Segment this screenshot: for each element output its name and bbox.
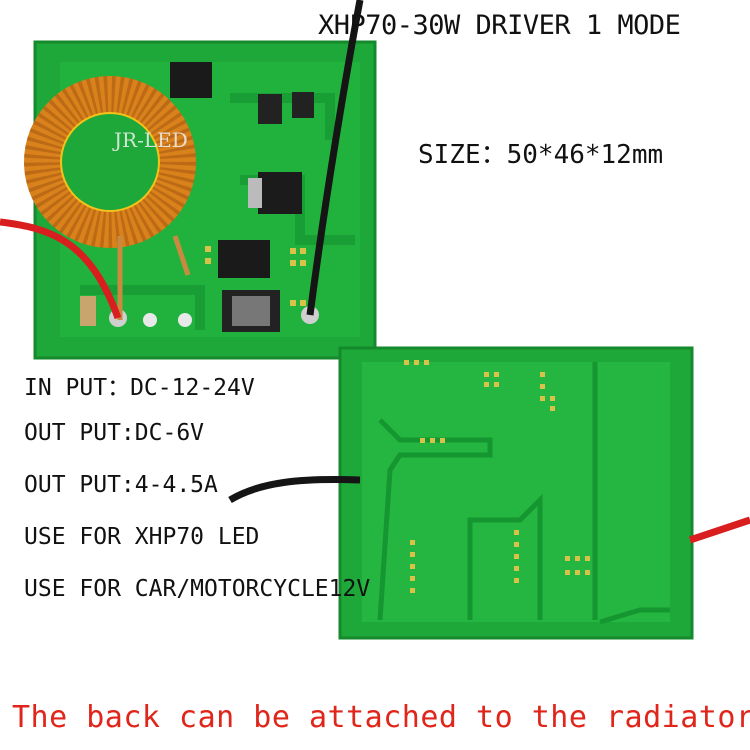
black-wire-front — [306, 0, 364, 316]
red-wire-front — [0, 218, 122, 320]
red-wire-back — [688, 516, 750, 544]
spec-use-led: USE FOR XHP70 LED — [24, 524, 260, 550]
spec-output-current: OUT PUT:4-4.5A — [24, 472, 218, 498]
pcb-back-board — [338, 346, 694, 640]
spec-use-vehicle: USE FOR CAR/MOTORCYCLE12V — [24, 576, 371, 602]
black-wire-back — [228, 476, 361, 504]
ic-chip — [170, 62, 212, 98]
footer-note: The back can be attached to the radiator — [12, 700, 750, 735]
spec-output-voltage: OUT PUT:DC-6V — [24, 420, 205, 446]
toroid-coil — [24, 76, 196, 320]
size-label: SIZE：50*46*12mm — [418, 140, 664, 170]
spec-input: IN PUT：DC-12-24V — [24, 375, 255, 401]
board-brand-label: JR-LED — [114, 128, 188, 152]
product-title: XHP70-30W DRIVER 1 MODE — [318, 10, 681, 41]
